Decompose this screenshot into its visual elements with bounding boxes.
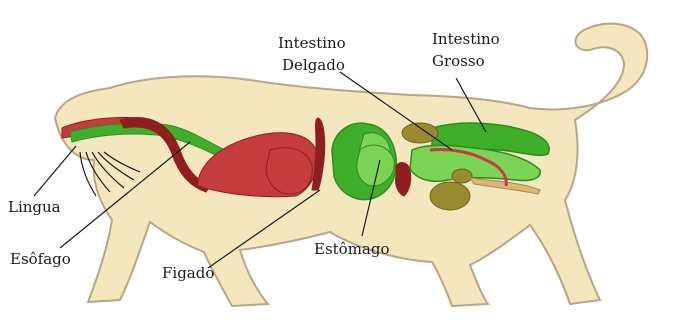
organ-small: [452, 169, 472, 183]
label-tongue: Lingua: [8, 198, 61, 216]
label-large-intestine-2: Grosso: [432, 52, 485, 70]
label-small-intestine-1: Intestino: [278, 34, 346, 52]
label-large-intestine-1: Intestino: [432, 30, 500, 48]
bladder: [430, 182, 470, 210]
leader-lingua: [34, 146, 76, 196]
heart: [266, 148, 312, 194]
label-liver: Figado: [162, 264, 214, 282]
kidney: [402, 123, 438, 143]
label-small-intestine-2: Delgado: [282, 56, 345, 74]
label-esophagus: Esôfago: [10, 250, 71, 268]
label-stomach: Estômago: [314, 240, 390, 258]
